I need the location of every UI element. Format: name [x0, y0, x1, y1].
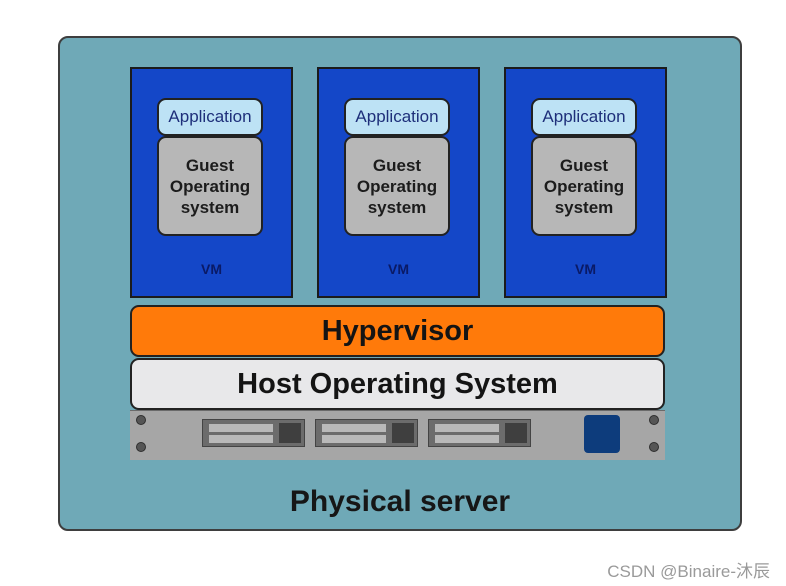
power-unit-icon: [584, 415, 620, 453]
guest-os-line: Operating: [169, 176, 251, 196]
application-box: Application: [157, 98, 263, 136]
vm-box: Application Guest Operating system VM: [504, 67, 667, 298]
guest-os-box: Guest Operating system: [531, 136, 637, 236]
vm-label: VM: [388, 261, 409, 277]
server-hardware: [130, 410, 665, 460]
guest-os-line: Guest: [185, 155, 235, 175]
host-os-layer: Host Operating System: [130, 358, 665, 410]
vm-box: Application Guest Operating system VM: [130, 67, 293, 298]
drive-bay-icon: [428, 419, 531, 447]
guest-os-box: Guest Operating system: [344, 136, 450, 236]
drive-bay-icon: [315, 419, 418, 447]
guest-os-line: Guest: [372, 155, 422, 175]
application-box: Application: [531, 98, 637, 136]
guest-os-line: Operating: [543, 176, 625, 196]
hypervisor-layer: Hypervisor: [130, 305, 665, 357]
screw-icon: [136, 442, 146, 452]
guest-os-line: Operating: [356, 176, 438, 196]
drive-bay-icon: [202, 419, 305, 447]
screw-icon: [649, 415, 659, 425]
guest-os-line: system: [180, 197, 240, 217]
physical-server-label: Physical server: [289, 485, 511, 518]
vm-label: VM: [575, 261, 596, 277]
vm-label: VM: [201, 261, 222, 277]
application-box: Application: [344, 98, 450, 136]
watermark: CSDN @Binaire-沐辰: [607, 562, 770, 581]
guest-os-line: Guest: [559, 155, 609, 175]
vm-box: Application Guest Operating system VM: [317, 67, 480, 298]
guest-os-line: system: [367, 197, 427, 217]
guest-os-box: Guest Operating system: [157, 136, 263, 236]
screw-icon: [649, 442, 659, 452]
guest-os-line: system: [554, 197, 614, 217]
screw-icon: [136, 415, 146, 425]
